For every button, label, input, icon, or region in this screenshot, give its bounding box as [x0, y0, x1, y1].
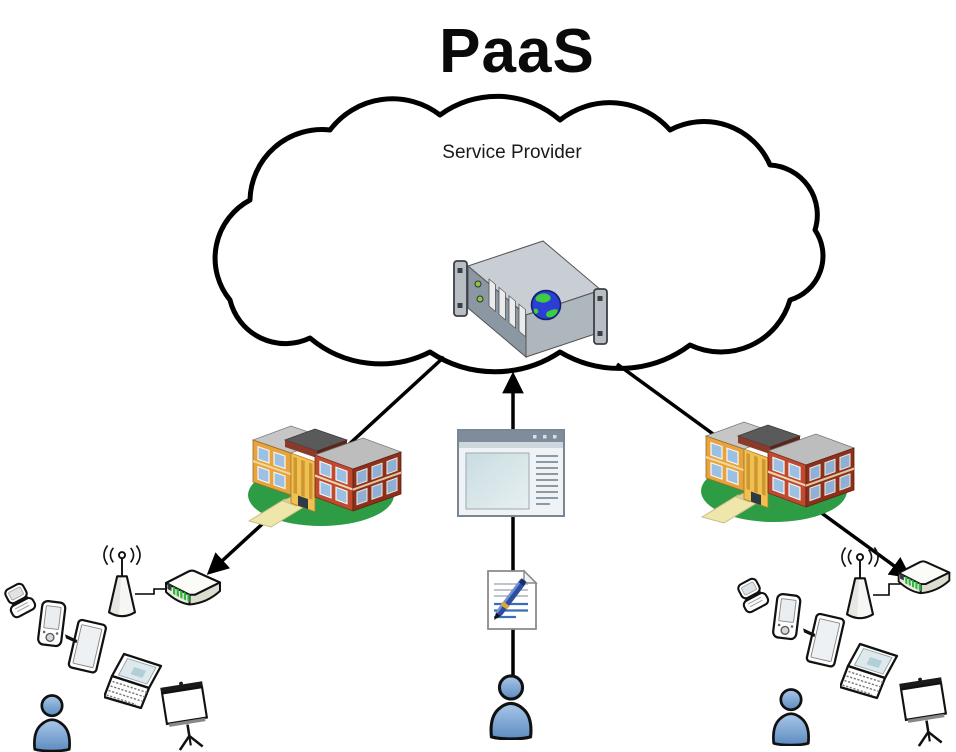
connector-right-antenna-to-router	[873, 583, 901, 596]
flip-phone-icon-right	[733, 576, 771, 614]
person-icon-left	[33, 694, 71, 752]
person-icon-right	[772, 688, 810, 746]
service-provider-cloud-shape	[212, 93, 826, 375]
wireless-antenna-icon-left	[102, 544, 142, 618]
document-with-pen-icon	[486, 569, 538, 631]
globe-icon	[530, 289, 562, 321]
diagram-title: PaaS	[439, 17, 595, 86]
person-icon-center	[489, 674, 533, 740]
tablet-icon-left	[62, 617, 108, 675]
laptop-icon-right	[840, 642, 899, 700]
flip-phone-icon-left	[0, 581, 38, 619]
connector-left-antenna-to-router	[135, 588, 168, 595]
pda-icon-left	[36, 599, 68, 648]
projector-screen-icon-right	[899, 674, 951, 748]
cloud-label: Service Provider	[442, 142, 582, 163]
server-icon	[453, 240, 608, 359]
laptop-icon-left	[104, 652, 163, 710]
tablet-icon-right	[800, 611, 846, 669]
router-icon-right	[897, 560, 951, 595]
projector-screen-icon-left	[160, 678, 212, 752]
school-building-icon-left	[247, 425, 402, 528]
browser-window-icon	[457, 429, 565, 517]
router-icon-left	[164, 569, 222, 606]
wireless-antenna-icon-right	[840, 546, 880, 620]
pda-icon-right	[771, 592, 803, 641]
school-building-icon-right	[700, 421, 855, 524]
